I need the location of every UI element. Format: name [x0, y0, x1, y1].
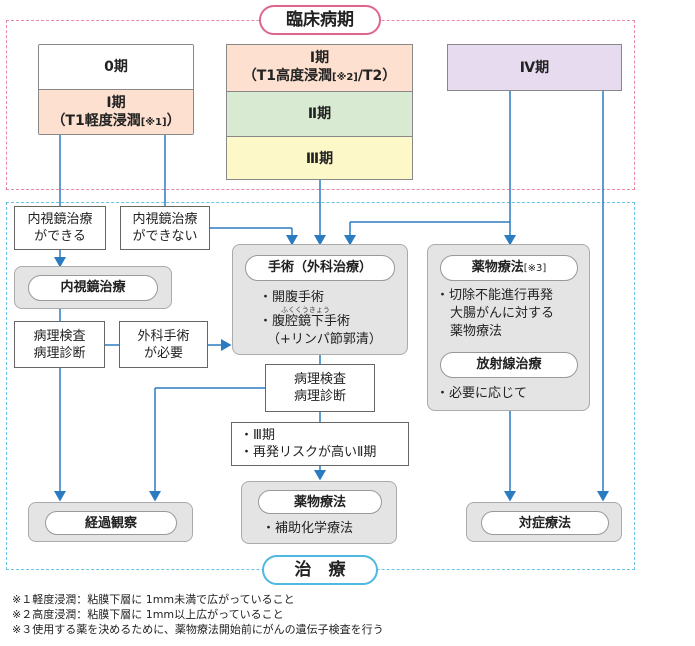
stage-3-label: Ⅲ期 [305, 151, 334, 167]
treatment-title: 治 療 [262, 555, 378, 585]
surgery-laparoscopic: ・腹腔鏡下手術 [259, 314, 351, 329]
chemo-conditions: ・Ⅲ期・再発リスクが高いⅡ期 [231, 422, 409, 466]
endoscopy-impossible: 内視鏡治療ができない [120, 206, 210, 250]
footnote-3: ※３使用する薬を決めるために、薬物療法開始前にがんの遺伝子検査を行う [12, 623, 384, 636]
clinical-stage-title: 臨床病期 [259, 5, 381, 35]
radiation-title: 放射線治療 [440, 352, 578, 378]
surgery-title: 手術（外科治療） [245, 255, 395, 281]
stage-4: Ⅳ期 [447, 44, 622, 91]
drug-therapy-title: 薬物療法[※3] [440, 255, 578, 281]
surgery-panel: 手術（外科治療） ・開腹手術 ふくくうきょう ・腹腔鏡下手術 （+リンパ節郭清） [232, 244, 408, 355]
observation-panel: 経過観察 [28, 502, 193, 542]
radiation-item: ・必要に応じて [436, 386, 528, 401]
surgery-lymph: （+リンパ節郭清） [267, 332, 382, 347]
endoscopy-possible: 内視鏡治療ができる [14, 206, 106, 250]
pathology-diagnosis-center: 病理検査病理診断 [265, 364, 375, 412]
symptomatic-label: 対症療法 [481, 511, 609, 535]
stage-2: Ⅱ期 [227, 92, 412, 137]
endoscopic-treatment-panel: 内視鏡治療 [14, 266, 172, 309]
stage-0-light-box: 0期 Ⅰ期 （T1軽度浸潤[※1]） [38, 44, 194, 135]
adjuvant-chemo-item: ・補助化学療法 [262, 521, 354, 536]
stage-1-heavy: Ⅰ期 （T1高度浸潤[※2]/T2） [227, 45, 412, 92]
surgery-ruby: ふくくうきょう [281, 306, 330, 314]
adjuvant-chemo-title: 薬物療法 [258, 490, 382, 514]
adjuvant-chemo-panel: 薬物療法 ・補助化学療法 [241, 481, 397, 544]
footnote-1: ※１軽度浸潤：粘膜下層に 1mm未満で広がっていること [12, 593, 295, 606]
stage-0-label: 0期 [104, 59, 128, 75]
stage-2-label: Ⅱ期 [307, 106, 332, 122]
surgery-open: ・開腹手術 [259, 290, 325, 305]
stage-0: 0期 [39, 45, 193, 90]
drug-therapy-line1: ・切除不能進行再発 [436, 288, 554, 303]
stage-4-label: Ⅳ期 [519, 59, 550, 76]
drug-radiation-panel: 薬物療法[※3] ・切除不能進行再発 大腸がんに対する 薬物療法 放射線治療 ・… [427, 244, 590, 411]
pathology-diagnosis-left: 病理検査病理診断 [14, 321, 105, 368]
drug-therapy-line2: 大腸がんに対する [450, 306, 555, 321]
stage-3: Ⅲ期 [227, 137, 412, 179]
stage-1-heavy-label: Ⅰ期 [309, 50, 330, 66]
stage-1-heavy-sub: （T1高度浸潤[※2]/T2） [242, 68, 397, 84]
symptomatic-panel: 対症療法 [466, 502, 622, 542]
endoscopic-treatment-label: 内視鏡治療 [28, 275, 158, 301]
surgery-needed: 外科手術が必要 [119, 321, 208, 368]
stage-1-2-3-box: Ⅰ期 （T1高度浸潤[※2]/T2） Ⅱ期 Ⅲ期 [226, 44, 413, 180]
footnote-2: ※２高度浸潤：粘膜下層に 1mm以上広がっていること [12, 608, 284, 621]
observation-label: 経過観察 [45, 511, 177, 535]
drug-therapy-line3: 薬物療法 [450, 324, 503, 339]
stage-1-light-label: Ⅰ期 [106, 95, 126, 111]
stage-1-light-sub: （T1軽度浸潤[※1]） [51, 113, 181, 129]
stage-1-light: Ⅰ期 （T1軽度浸潤[※1]） [39, 90, 193, 134]
